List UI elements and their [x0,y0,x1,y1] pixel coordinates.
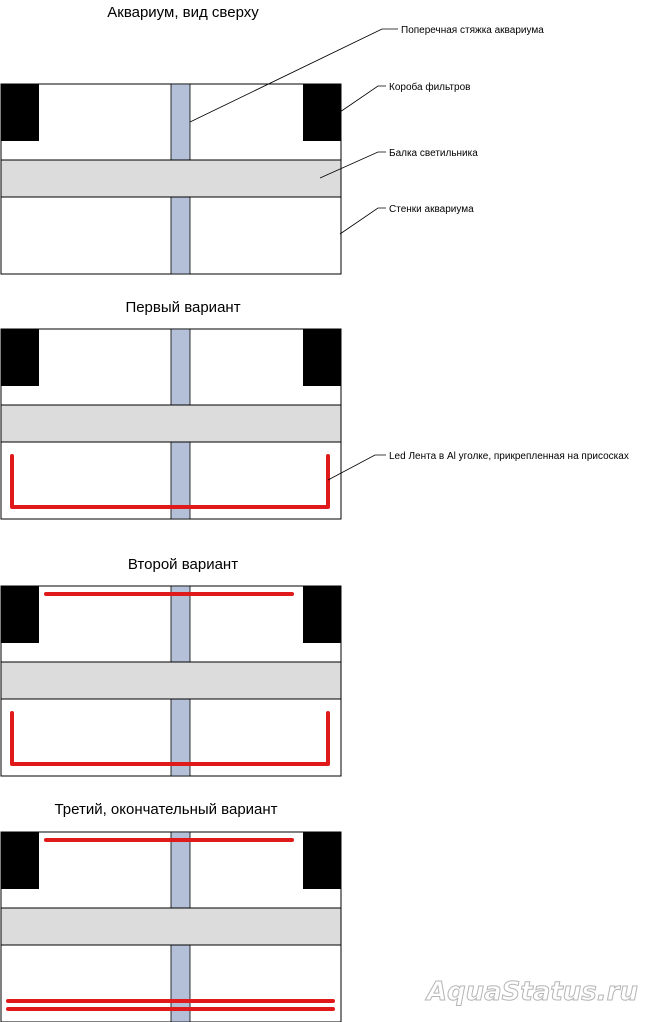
lamp-beam [0,159,342,198]
panel-third-variant [0,831,342,1022]
panel-title-third-variant: Третий, окончательный вариант [54,801,277,818]
lamp-beam [0,661,342,700]
panel-title-second-variant: Второй вариант [128,556,238,573]
filter-box-right [303,586,341,643]
filter-box-left [1,586,39,643]
callout-line-filters [339,85,386,113]
callout-label-led: Led Лента в Al уголке, прикрепленная на … [389,451,629,462]
led-strip-u-shape [10,711,330,766]
lamp-beam [0,404,342,443]
callout-line-led [327,454,386,481]
callout-line-lamp-beam [319,151,386,179]
led-strip-u-shape [10,454,330,509]
panel-top-view [0,83,342,275]
filter-box-left [1,84,39,141]
filter-box-right [303,329,341,386]
panel-title-first-variant: Первый вариант [125,299,240,316]
lamp-beam [0,907,342,946]
callout-label-filters: Короба фильтров [389,81,470,93]
panel-first-variant [0,328,342,520]
filter-box-left [1,329,39,386]
filter-box-right [303,832,341,889]
filter-box-left [1,832,39,889]
callout-label-brace: Поперечная стяжка аквариума [401,25,544,36]
callout-line-brace [189,28,398,123]
panel-title-top-view: Аквариум, вид сверху [107,4,259,21]
callout-label-walls: Стенки аквариума [389,204,474,215]
callout-line-walls [339,207,386,235]
filter-box-right [303,84,341,141]
panel-second-variant [0,585,342,777]
watermark: AquaStatus.ru [425,977,638,1007]
callout-label-lamp-beam: Балка светильника [389,148,478,159]
